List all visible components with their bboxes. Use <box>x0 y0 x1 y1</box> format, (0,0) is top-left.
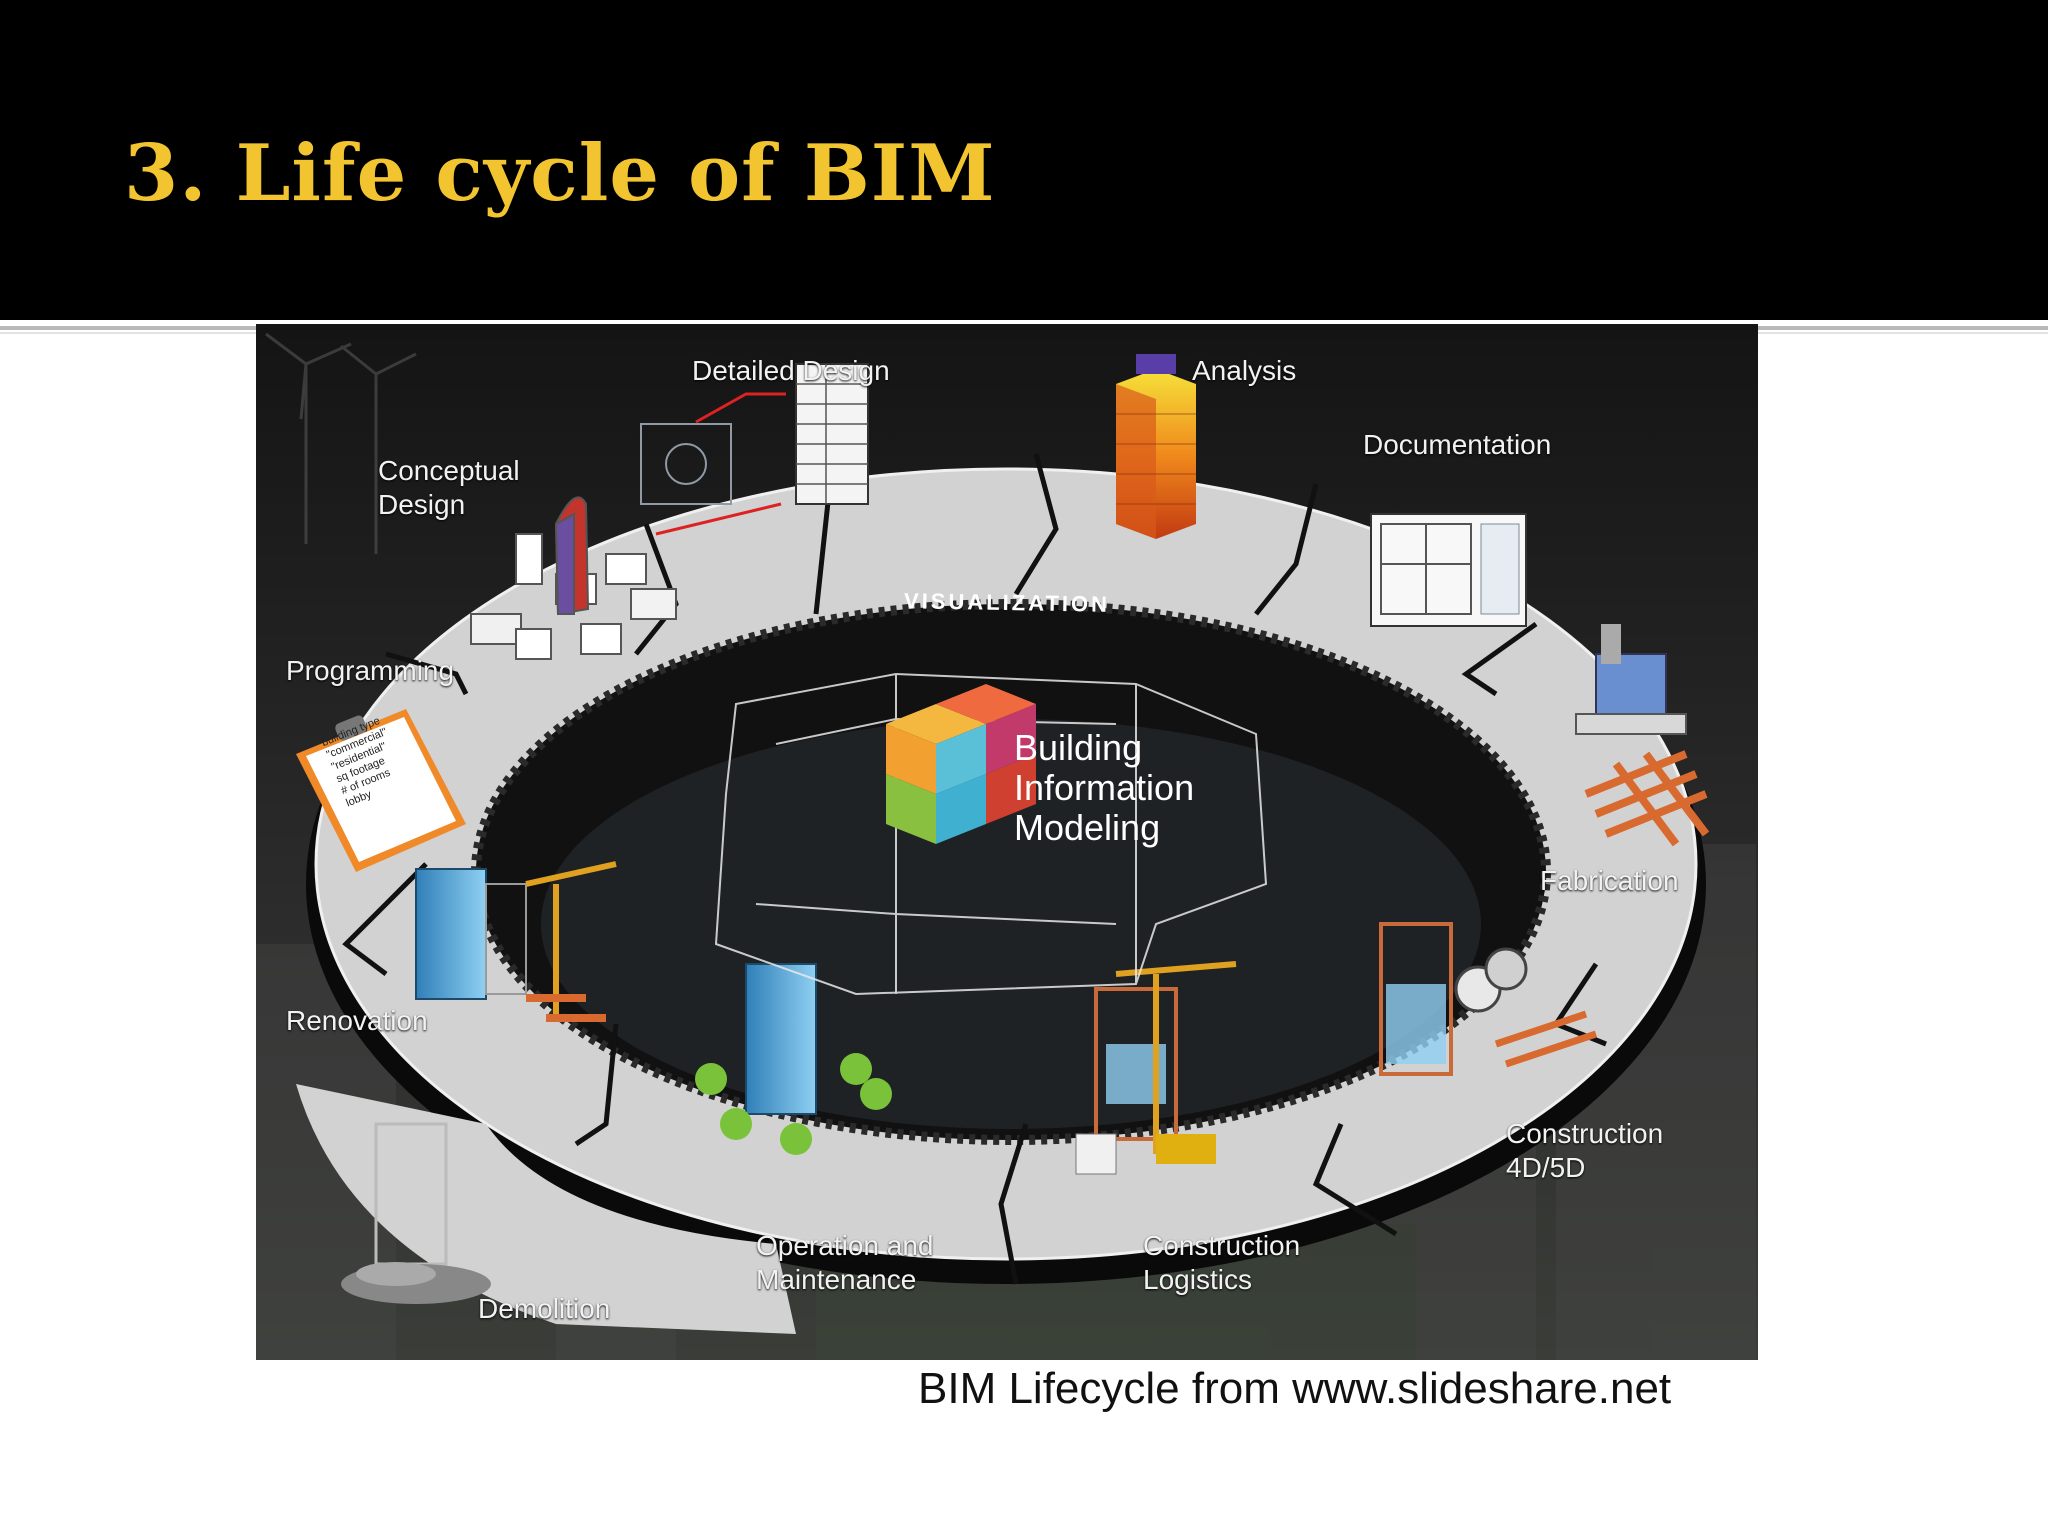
stage-label-programming: Programming <box>286 655 455 686</box>
slide-title: 3. Life cycle of BIM <box>124 128 996 219</box>
documentation-drawing <box>1370 513 1527 627</box>
stage-label-demolition: Demolition <box>478 1293 611 1324</box>
stage-label-renovation: Renovation <box>286 1005 428 1036</box>
ring-label-visualization: VISUALIZATION <box>903 588 1111 617</box>
figure-caption: BIM Lifecycle from www.slideshare.net <box>918 1364 1672 1413</box>
slide-header: 3. Life cycle of BIM <box>0 0 2048 320</box>
programming-clipboard-icon <box>296 709 466 872</box>
stage-label-fabrication: Fabrication <box>1540 865 1679 896</box>
detailed-design-model <box>640 363 869 536</box>
fabrication-machine <box>1575 624 1710 847</box>
stage-label-construction-4d5d: Construction 4D/5D <box>1506 1118 1664 1183</box>
renovation-building <box>415 861 617 1022</box>
stage-label-documentation: Documentation <box>1363 429 1552 460</box>
analysis-heatmap-model <box>1116 354 1196 539</box>
construction-4d5d-scene <box>1379 922 1598 1076</box>
operation-building <box>695 963 892 1155</box>
bim-center-label: Building Information Modeling <box>1014 727 1195 848</box>
stage-label-detailed-design: Detailed Design <box>692 355 890 386</box>
demolition-rubble <box>341 1122 491 1304</box>
bim-lifecycle-diagram: Detailed Design Analysis Documentation C… <box>256 324 1758 1360</box>
stage-label-analysis: Analysis <box>1192 355 1297 386</box>
conceptual-design-blocks <box>470 496 677 660</box>
ring-tail-arrow <box>296 1084 796 1334</box>
bim-cube-logo <box>886 684 1036 844</box>
diagram-graphics <box>256 324 1758 1360</box>
stage-label-construction-logistics: Construction Logistics <box>1143 1230 1301 1295</box>
wind-turbine-icons <box>265 332 417 554</box>
stage-label-operation-maintenance: Operation and Maintenance <box>756 1230 934 1295</box>
stage-label-conceptual-design: Conceptual Design <box>378 455 520 520</box>
